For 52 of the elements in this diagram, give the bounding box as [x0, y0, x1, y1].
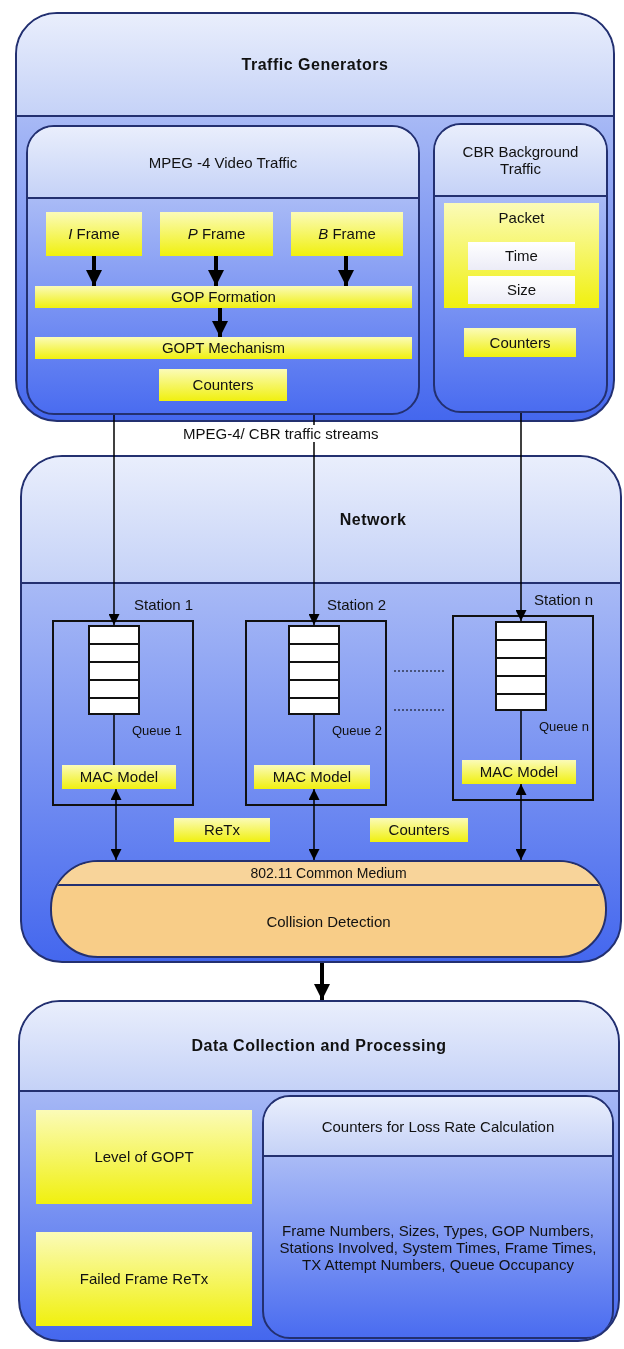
station-label: Station n — [534, 591, 594, 608]
section-header: Data Collection and Processing — [20, 1002, 618, 1092]
process-box: Counters — [370, 818, 468, 842]
process-box: MAC Model — [62, 765, 176, 789]
process-box: Level of GOPT — [36, 1110, 252, 1204]
section-header: Counters for Loss Rate Calculation — [264, 1097, 612, 1157]
subsection-panel — [262, 1095, 614, 1339]
arrow — [308, 788, 320, 861]
subsection-panel — [26, 125, 420, 415]
field-box: Size — [468, 276, 575, 304]
arrow — [308, 414, 320, 626]
arrow — [108, 414, 120, 626]
section-header: Network — [22, 457, 620, 584]
box-label: Packet — [497, 209, 546, 226]
arrow — [314, 963, 330, 1000]
process-box: Counters — [464, 328, 576, 357]
arrow — [208, 256, 224, 286]
section-header: Traffic Generators — [17, 14, 613, 117]
process-box: ReTx — [174, 818, 270, 842]
queue-label: Queue 2 — [332, 723, 382, 738]
section-header: MPEG -4 Video Traffic — [28, 127, 418, 199]
arrow — [110, 788, 122, 861]
subsection-panel — [433, 123, 608, 413]
section-panel — [20, 455, 622, 963]
process-box: I Frame — [46, 212, 142, 256]
body-text: Collision Detection — [265, 911, 392, 932]
process-box: B Frame — [291, 212, 403, 256]
connector-line — [113, 714, 115, 766]
process-box: GOPT Mechanism — [35, 337, 412, 359]
process-box: Counters — [159, 369, 287, 401]
field-box: Time — [468, 242, 575, 270]
station-label: Station 2 — [327, 596, 387, 613]
section-panel — [18, 1000, 620, 1342]
process-box: P Frame — [160, 212, 273, 256]
arrow — [338, 256, 354, 286]
process-box: MAC Model — [462, 760, 576, 784]
arrow — [86, 256, 102, 286]
connector-line — [313, 714, 315, 766]
section-header: CBR Background Traffic — [435, 125, 606, 197]
process-box: GOP Formation — [35, 286, 412, 308]
queue-label: Queue 1 — [132, 723, 182, 738]
queue-label: Queue n — [539, 719, 589, 734]
arrow — [515, 412, 527, 622]
arrow — [212, 308, 228, 337]
process-box: MAC Model — [254, 765, 370, 789]
arrow — [515, 783, 527, 861]
section-panel — [15, 12, 615, 422]
process-box — [444, 203, 599, 308]
station-label: Station 1 — [134, 596, 194, 613]
connector-line — [520, 710, 522, 761]
process-box: Failed Frame ReTx — [36, 1232, 252, 1326]
body-text: Frame Numbers, Sizes, Types, GOP Numbers, Stations Involved, System Times, Frame Times, TX Attempt Numbers, Queue Occupancy — [278, 1220, 598, 1275]
